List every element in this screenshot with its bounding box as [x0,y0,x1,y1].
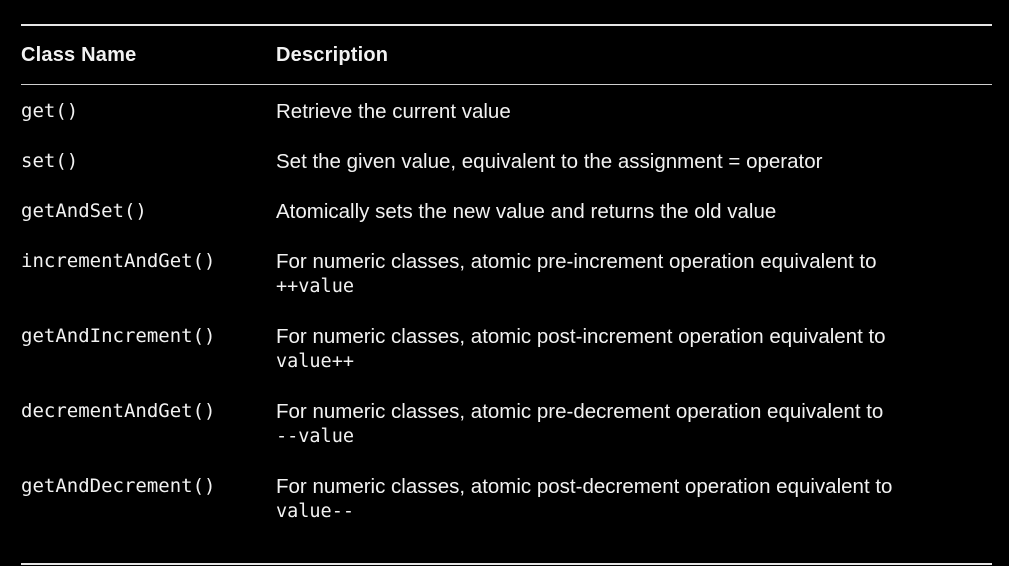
code-snippet: --value [276,426,354,447]
table-bottom-rule [21,563,992,565]
method-description: For numeric classes, atomic pre-incremen… [276,249,992,299]
code-snippet: value-- [276,501,354,522]
table-row: getAndDecrement() For numeric classes, a… [21,474,992,549]
method-name: getAndDecrement() [21,475,216,497]
method-name: incrementAndGet() [21,250,216,272]
method-description: Atomically sets the new value and return… [276,199,992,224]
description-text: For numeric classes, atomic post-increme… [276,325,886,348]
table-top-rule [21,24,992,26]
header-rule [21,84,992,85]
description-text: Retrieve the current value [276,100,511,123]
code-snippet: value++ [276,351,354,372]
table-row: set() Set the given value, equivalent to… [21,149,992,199]
code-snippet: ++value [276,276,354,297]
table-row: getAndIncrement() For numeric classes, a… [21,324,992,399]
description-text: For numeric classes, atomic post-decreme… [276,475,893,498]
description-text: Set the given value, equivalent to the a… [276,150,823,173]
description-text: For numeric classes, atomic pre-decremen… [276,400,884,423]
method-description: For numeric classes, atomic pre-decremen… [276,399,992,449]
method-name: set() [21,150,79,172]
header-description: Description [276,43,389,66]
description-text: For numeric classes, atomic pre-incremen… [276,250,877,273]
description-text: Atomically sets the new value and return… [276,200,777,223]
method-description: Set the given value, equivalent to the a… [276,149,992,174]
method-description: For numeric classes, atomic post-increme… [276,324,992,374]
table-row: getAndSet() Atomically sets the new valu… [21,199,992,249]
method-description: Retrieve the current value [276,99,992,124]
table-row: get() Retrieve the current value [21,99,992,149]
method-name: get() [21,100,79,122]
method-name: decrementAndGet() [21,400,216,422]
table-row: incrementAndGet() For numeric classes, a… [21,249,992,324]
table-header-row: Class Name Description [21,26,992,84]
table-row: decrementAndGet() For numeric classes, a… [21,399,992,474]
method-name: getAndSet() [21,200,147,222]
method-name: getAndIncrement() [21,325,216,347]
methods-table: Class Name Description get() Retrieve th… [21,24,992,565]
header-class-name: Class Name [21,43,137,66]
table-body: get() Retrieve the current value set() S… [21,85,992,563]
method-description: For numeric classes, atomic post-decreme… [276,474,992,524]
